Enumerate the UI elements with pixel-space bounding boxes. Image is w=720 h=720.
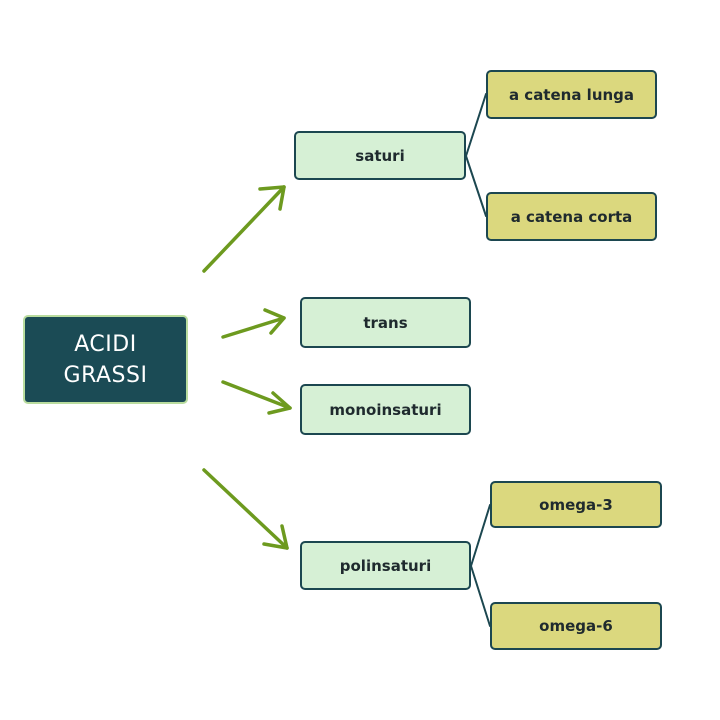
category-polinsaturi: polinsaturi: [300, 541, 471, 590]
connector-saturi-corta: [465, 155, 487, 217]
category-monoinsaturi: monoinsaturi: [300, 384, 471, 435]
category-saturi: saturi: [294, 131, 466, 180]
arrow-to-polinsaturi: [202, 468, 289, 550]
subcategory-omega-3: omega-3: [490, 481, 662, 528]
arrow-to-saturi: [202, 185, 286, 273]
arrow-to-trans: [221, 308, 286, 339]
category-trans: trans: [300, 297, 471, 348]
connector-saturi-lunga: [465, 93, 487, 157]
connector-polinsaturi-omega6: [470, 565, 491, 627]
arrow-to-monoinsaturi: [221, 380, 292, 415]
subcategory-omega-6: omega-6: [490, 602, 662, 650]
connector-polinsaturi-omega3: [470, 504, 491, 567]
root-node-acidi-grassi: ACIDI GRASSI: [23, 315, 188, 404]
subcategory-catena-lunga: a catena lunga: [486, 70, 657, 119]
subcategory-catena-corta: a catena corta: [486, 192, 657, 241]
